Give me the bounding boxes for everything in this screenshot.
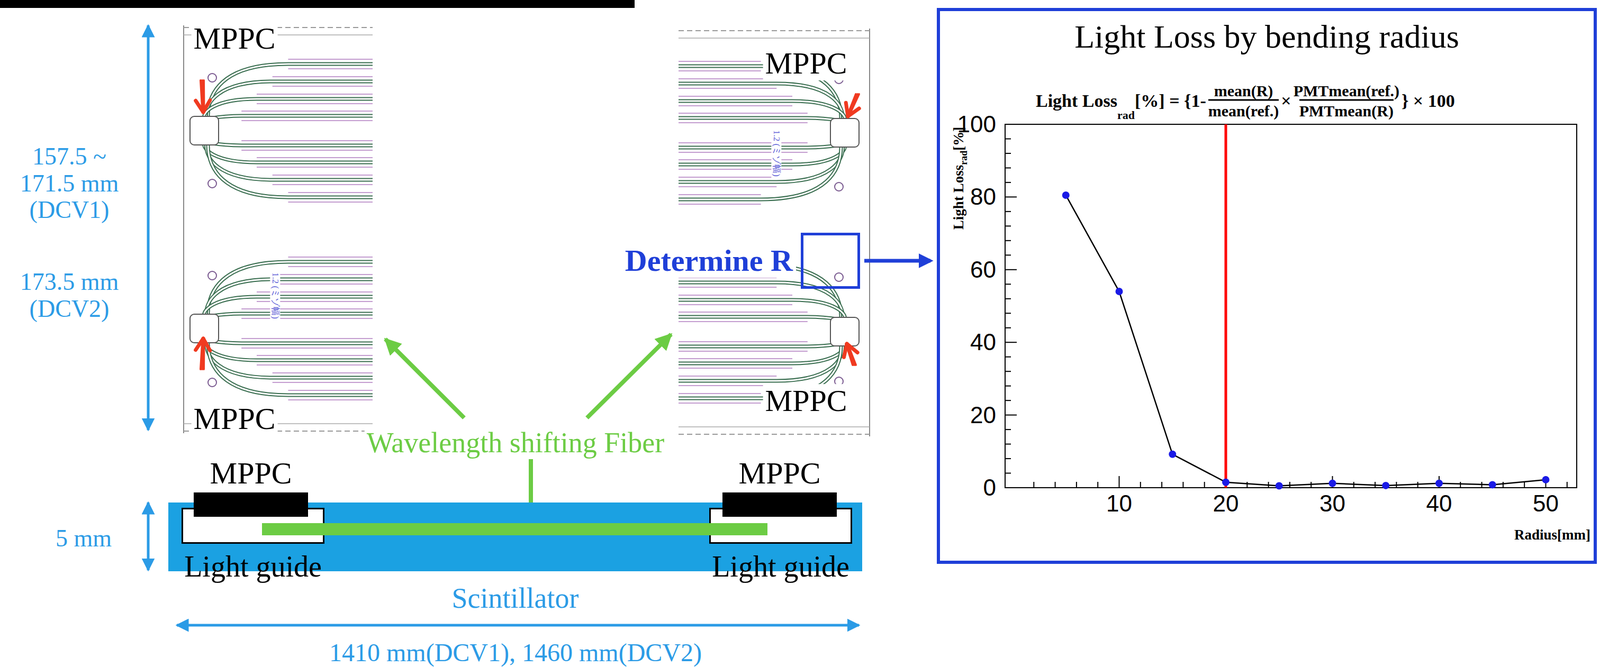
annotation: 1410 mm(DCV1), 1460 mm(DCV2) — [329, 639, 702, 667]
data-point — [1381, 482, 1390, 490]
pointer-arrow — [843, 344, 858, 366]
tick-label: 20 — [970, 402, 997, 428]
annotation: MPPC — [191, 21, 278, 56]
annotation: Wavelength shifting Fiber — [364, 427, 667, 459]
height-dimension — [147, 25, 150, 431]
fiber-pointer — [385, 339, 465, 419]
formula: Light Lossrad[%] = {1- mean(R)mean(ref.)×… — [1035, 82, 1455, 120]
wls-fiber — [261, 523, 768, 536]
formula-part: [%] = {1- — [1134, 90, 1207, 111]
pointer-arrow — [845, 94, 860, 117]
formula-part: Light Loss — [951, 165, 967, 230]
tick-label: 30 — [1319, 491, 1346, 517]
part-name: Determine R — [621, 243, 797, 278]
data-point — [1222, 478, 1230, 487]
annotation: MPPC — [763, 384, 850, 419]
fiber-layout — [678, 28, 870, 437]
data-point — [1275, 482, 1283, 491]
axis-title: Radius[mm] — [1514, 527, 1591, 544]
thickness-dimension — [147, 502, 150, 571]
part-name: MPPC — [738, 456, 821, 491]
fiber-pointer — [586, 334, 672, 419]
pointer-arrow — [195, 80, 211, 113]
selection-box: Determine R — [800, 232, 861, 289]
axis-title: Light Lossrad[%] — [951, 127, 967, 230]
tick-label: 40 — [970, 329, 997, 356]
formula-part: × — [1280, 90, 1291, 111]
data-point — [1488, 481, 1497, 490]
data-point — [1542, 476, 1550, 484]
mppc-block — [830, 118, 860, 148]
length-dimension — [176, 624, 860, 628]
formula-part: } × 100 — [1401, 90, 1455, 111]
annotation: 1.2 (ミゾ幅) — [771, 128, 782, 179]
mppc-block — [830, 317, 860, 347]
annotation: 173.5 mm (DCV2) — [8, 268, 131, 323]
formula-part: Light Loss — [1035, 90, 1118, 111]
formula-part: mean(R) — [1214, 82, 1274, 100]
data-point — [1115, 287, 1124, 296]
chart-plot — [1005, 124, 1577, 491]
pointer-arrow — [195, 338, 211, 370]
tick-label: 40 — [1426, 491, 1453, 517]
tick-label: 80 — [970, 184, 997, 210]
formula-part: rad — [959, 150, 970, 166]
tick-label: 20 — [1213, 491, 1240, 517]
formula-part: [%] — [951, 127, 967, 151]
part-name: MPPC — [210, 456, 293, 491]
mppc-sensor: MPPC — [722, 492, 837, 518]
formula-part: PMTmean(R) — [1299, 99, 1394, 120]
threshold-line — [1224, 124, 1228, 488]
tick-label: 0 — [983, 475, 997, 501]
annotation: MPPC — [191, 402, 278, 437]
link-arrow — [864, 259, 931, 264]
top-bar — [0, 0, 635, 8]
data-point — [1062, 191, 1070, 200]
data-point — [1435, 480, 1443, 488]
formula-part: mean(ref.) — [1208, 99, 1280, 120]
annotation: 1.2 (ミゾ幅) — [270, 270, 281, 322]
part-name: Light guide — [711, 550, 850, 584]
formula-part: PMTmean(ref.) — [1293, 82, 1400, 100]
annotation: 157.5 ~ 171.5 mm (DCV1) — [8, 143, 131, 224]
mppc-sensor: MPPC — [193, 492, 309, 518]
annotation: 5 mm — [55, 525, 112, 553]
data-point — [1168, 450, 1177, 459]
part-name: Light guide — [184, 550, 322, 584]
mppc-block — [190, 116, 219, 146]
part-name: Scintillator — [452, 583, 580, 615]
formula-part: rad — [1117, 107, 1135, 122]
fiber-layout — [183, 25, 373, 434]
tick-label: 10 — [1106, 491, 1133, 517]
annotation: MPPC — [763, 46, 850, 81]
tick-label: 50 — [1532, 491, 1559, 517]
data-point — [1329, 480, 1337, 488]
tick-label: 60 — [970, 257, 997, 283]
chart-title: Light Loss by bending radius — [1074, 18, 1460, 55]
